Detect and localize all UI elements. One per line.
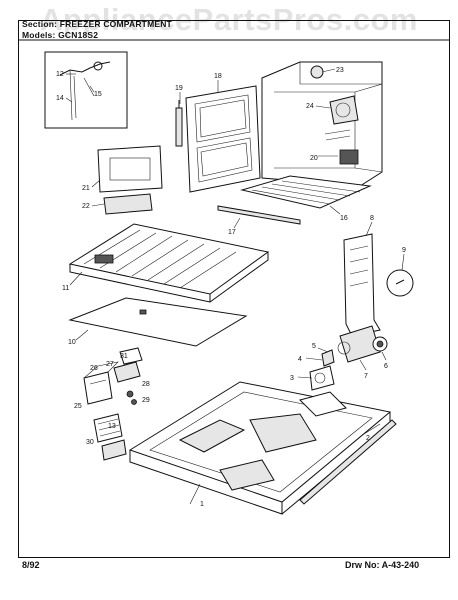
callout-12: 12 bbox=[56, 71, 64, 78]
wire-shelf bbox=[240, 175, 372, 209]
callout-15: 15 bbox=[94, 91, 102, 98]
freezer-door bbox=[185, 85, 261, 193]
callout-23: 23 bbox=[336, 67, 344, 74]
callout-1: 1 bbox=[200, 501, 204, 508]
callout-13: 13 bbox=[108, 423, 116, 430]
callout-10: 10 bbox=[68, 339, 76, 346]
callout-31: 31 bbox=[120, 353, 128, 360]
callout-6: 6 bbox=[384, 363, 388, 370]
callout-3: 3 bbox=[290, 375, 294, 382]
callout-19: 19 bbox=[175, 85, 183, 92]
divider-plate bbox=[68, 297, 248, 347]
callout-21: 21 bbox=[82, 185, 90, 192]
drawing-label: Drw No: bbox=[345, 560, 380, 570]
callout-29: 29 bbox=[142, 397, 150, 404]
door-hinge bbox=[175, 100, 183, 147]
callout-labels: 1 2 3 4 5 6 7 8 9 10 11 12 13 14 15 16 1… bbox=[56, 67, 406, 508]
leader-lines bbox=[65, 68, 405, 505]
drawing-number-line: Drw No: A-43-240 bbox=[345, 560, 419, 570]
footer-date: 8/92 bbox=[22, 560, 40, 570]
callout-4: 4 bbox=[298, 356, 302, 363]
ice-bucket-parts bbox=[83, 347, 143, 461]
callout-7: 7 bbox=[364, 373, 368, 380]
fan-motor-assembly bbox=[309, 325, 388, 391]
callout-24: 24 bbox=[306, 103, 314, 110]
callout-27: 27 bbox=[106, 361, 114, 368]
diagram-frame bbox=[18, 20, 450, 558]
models-label: Models: bbox=[22, 30, 56, 40]
inset-thermostat-assembly bbox=[44, 51, 128, 129]
section-label: Section: bbox=[22, 19, 58, 29]
callout-14: 14 bbox=[56, 95, 64, 102]
callout-9: 9 bbox=[402, 247, 406, 254]
drawing-number: A-43-240 bbox=[381, 560, 420, 570]
callout-8: 8 bbox=[370, 215, 374, 222]
callout-5: 5 bbox=[312, 343, 316, 350]
callout-16: 16 bbox=[340, 215, 348, 222]
models-value: GCN18S2 bbox=[58, 30, 99, 40]
callout-22: 22 bbox=[82, 203, 90, 210]
callout-18: 18 bbox=[214, 73, 222, 80]
evaporator-cover bbox=[343, 233, 414, 337]
freezer-liner bbox=[261, 61, 383, 187]
callout-30: 30 bbox=[86, 439, 94, 446]
models-line: Models: GCN18S2 bbox=[22, 30, 98, 40]
section-value: FREEZER COMPARTMENT bbox=[59, 19, 172, 29]
callout-25: 25 bbox=[74, 403, 82, 410]
callout-26: 26 bbox=[90, 365, 98, 372]
watermark: AppliancePartsPros.com bbox=[40, 2, 418, 37]
callout-2: 2 bbox=[366, 435, 370, 442]
callout-17: 17 bbox=[228, 229, 236, 236]
callout-11: 11 bbox=[62, 285, 69, 292]
section-line: Section: FREEZER COMPARTMENT bbox=[22, 19, 172, 29]
ice-tray bbox=[103, 193, 153, 215]
side-rail bbox=[299, 419, 397, 505]
freezer-base-pan bbox=[128, 381, 392, 515]
freezer-floor-shelf bbox=[68, 223, 270, 303]
callout-28: 28 bbox=[142, 381, 150, 388]
ice-tray-cover bbox=[97, 145, 163, 193]
shelf-rail bbox=[217, 205, 301, 225]
callout-20: 20 bbox=[310, 155, 318, 162]
